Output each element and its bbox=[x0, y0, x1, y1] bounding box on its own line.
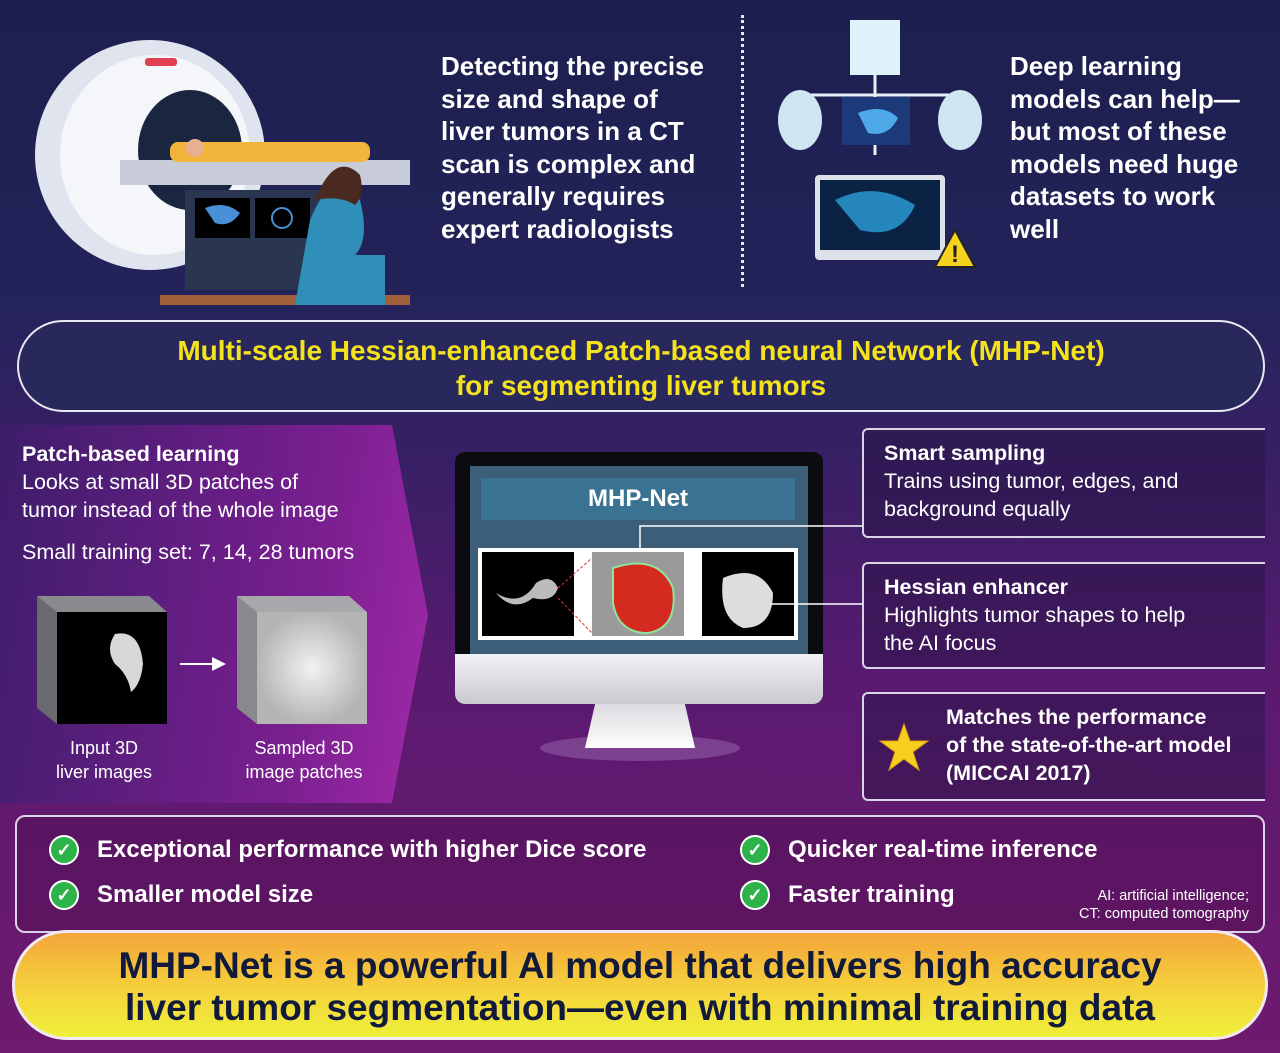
check-icon: ✓ bbox=[49, 835, 79, 865]
caption-line: liver images bbox=[55, 762, 153, 782]
monitor-chin bbox=[455, 654, 823, 704]
deep-learning-illustration: ! bbox=[770, 15, 990, 285]
sampled-caption: Sampled 3D image patches bbox=[219, 736, 389, 784]
feature-text: the AI focus bbox=[884, 631, 997, 655]
text-line: expert radiologists bbox=[441, 213, 674, 244]
input-3d-cube bbox=[37, 596, 167, 724]
text-line: models need huge bbox=[1010, 148, 1239, 179]
sampled-3d-cube bbox=[237, 596, 367, 724]
patch-desc: Looks at small 3D patches of bbox=[22, 470, 299, 494]
input-caption: Input 3D liver images bbox=[19, 736, 189, 784]
text-line: models can help— bbox=[1010, 83, 1240, 114]
feature-text: (MICCAI 2017) bbox=[946, 761, 1091, 785]
arrow-right-icon bbox=[180, 654, 228, 679]
benefit-item: Faster training bbox=[788, 881, 955, 908]
mhp-net-label: MHP-Net bbox=[481, 478, 795, 520]
ct-challenge-text: Detecting the precise size and shape of … bbox=[441, 50, 704, 245]
check-icon: ✓ bbox=[49, 880, 79, 910]
svg-text:!: ! bbox=[951, 241, 959, 268]
feature-text: Highlights tumor shapes to help bbox=[884, 603, 1186, 627]
ct-scanner-illustration bbox=[20, 30, 415, 305]
performance-box: Matches the performance of the state-of-… bbox=[862, 692, 1265, 801]
check-icon: ✓ bbox=[740, 880, 770, 910]
caption-line: Sampled 3D bbox=[254, 738, 354, 758]
patch-heading: Patch-based learning bbox=[22, 442, 240, 466]
check-icon: ✓ bbox=[740, 835, 770, 865]
title-banner: Multi-scale Hessian-enhanced Patch-based… bbox=[17, 320, 1265, 412]
patch-learning-text: Patch-based learning Looks at small 3D p… bbox=[22, 440, 354, 566]
conclusion-banner: MHP-Net is a powerful AI model that deli… bbox=[12, 930, 1268, 1040]
feature-text: Matches the performance bbox=[946, 705, 1207, 729]
text-line: generally requires bbox=[441, 181, 665, 211]
benefits-box bbox=[15, 815, 1265, 933]
text-line: size and shape of bbox=[441, 83, 658, 114]
ct-scanner-icon bbox=[35, 40, 410, 305]
benefit-item: Quicker real-time inference bbox=[788, 836, 1098, 863]
text-line: liver tumors in a CT bbox=[441, 116, 684, 146]
text-line: Detecting the precise bbox=[441, 51, 704, 81]
monitor-stand bbox=[585, 700, 695, 748]
text-line: datasets to work bbox=[1010, 181, 1216, 211]
caption-line: image patches bbox=[245, 762, 363, 782]
feature-text: of the state-of-the-art model bbox=[946, 733, 1232, 757]
smart-sampling-box: Smart sampling Trains using tumor, edges… bbox=[862, 428, 1265, 538]
abbreviation: AI: artificial intelligence; bbox=[1097, 888, 1249, 904]
hessian-enhancer-box: Hessian enhancer Highlights tumor shapes… bbox=[862, 562, 1265, 669]
title-line-1: Multi-scale Hessian-enhanced Patch-based… bbox=[177, 335, 1105, 366]
deep-learning-text: Deep learning models can help— but most … bbox=[1010, 50, 1240, 245]
text-line: Deep learning bbox=[1010, 51, 1182, 81]
feature-text: background equally bbox=[884, 497, 1071, 521]
abbreviation: CT: computed tomography bbox=[1078, 906, 1249, 922]
star-icon bbox=[878, 722, 930, 777]
text-line: but most of these bbox=[1010, 116, 1227, 146]
conclusion-line: MHP-Net is a powerful AI model that deli… bbox=[118, 945, 1162, 986]
text-line: scan is complex and bbox=[441, 148, 696, 179]
server-network-icon: ! bbox=[778, 20, 982, 268]
benefit-item: Smaller model size bbox=[97, 881, 314, 908]
scan-strip bbox=[478, 548, 798, 640]
feature-heading: Hessian enhancer bbox=[884, 575, 1069, 599]
connector-lines bbox=[639, 525, 862, 605]
training-set-text: Small training set: 7, 14, 28 tumors bbox=[22, 540, 355, 564]
caption-line: Input 3D bbox=[69, 738, 139, 758]
feature-text: Trains using tumor, edges, and bbox=[884, 469, 1179, 493]
text-line: well bbox=[1010, 213, 1060, 244]
benefit-item: Exceptional performance with higher Dice… bbox=[97, 836, 647, 863]
patch-desc: tumor instead of the whole image bbox=[22, 498, 339, 522]
conclusion-line: liver tumor segmentation—even with minim… bbox=[124, 987, 1156, 1028]
dotted-divider bbox=[741, 15, 744, 287]
title-line-2: for segmenting liver tumors bbox=[455, 370, 827, 401]
feature-heading: Smart sampling bbox=[884, 441, 1046, 465]
abbreviations: AI: artificial intelligence; CT: compute… bbox=[1079, 887, 1249, 923]
